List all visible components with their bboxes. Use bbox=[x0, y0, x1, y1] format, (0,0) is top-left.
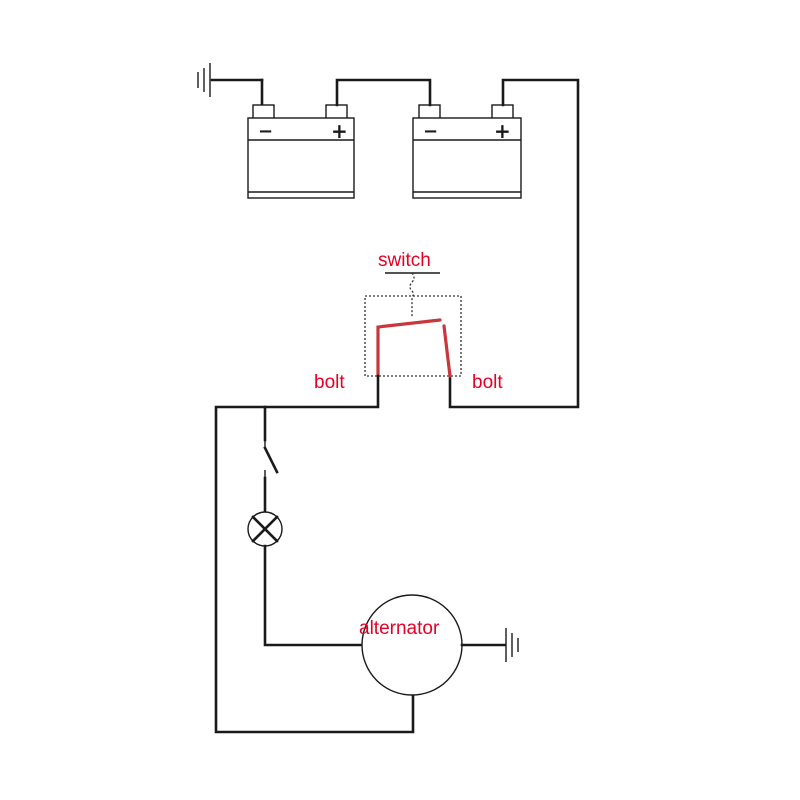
battery-1: − + bbox=[247, 104, 355, 199]
main-positive-wire bbox=[448, 78, 580, 409]
alternator-label: alternator bbox=[359, 618, 440, 639]
battery-1-pos-sign: + bbox=[331, 119, 348, 143]
bolt-left-label: bolt bbox=[314, 372, 345, 393]
alternator bbox=[361, 594, 463, 696]
indicator-lamp bbox=[247, 511, 283, 547]
switch-contact-right bbox=[442, 324, 452, 378]
ground-symbol-alternator bbox=[460, 628, 519, 662]
switch-actuator-link bbox=[409, 272, 415, 318]
switch-housing bbox=[364, 295, 462, 377]
ignition-switch-symbol bbox=[263, 440, 279, 478]
switch-contact-left bbox=[376, 318, 442, 378]
battery-2-neg-sign: − bbox=[423, 121, 438, 142]
battery-2: − + bbox=[412, 104, 522, 199]
left-loop-wire bbox=[214, 374, 415, 734]
switch-label: switch bbox=[378, 250, 431, 271]
battery-1-neg-sign: − bbox=[258, 121, 273, 142]
battery-2-pos-sign: + bbox=[494, 119, 511, 143]
lamp-to-alternator-wire bbox=[263, 544, 363, 647]
bolt-right-label: bolt bbox=[472, 372, 503, 393]
ground-symbol-battery bbox=[197, 63, 264, 110]
battery-series-wire bbox=[335, 78, 432, 107]
